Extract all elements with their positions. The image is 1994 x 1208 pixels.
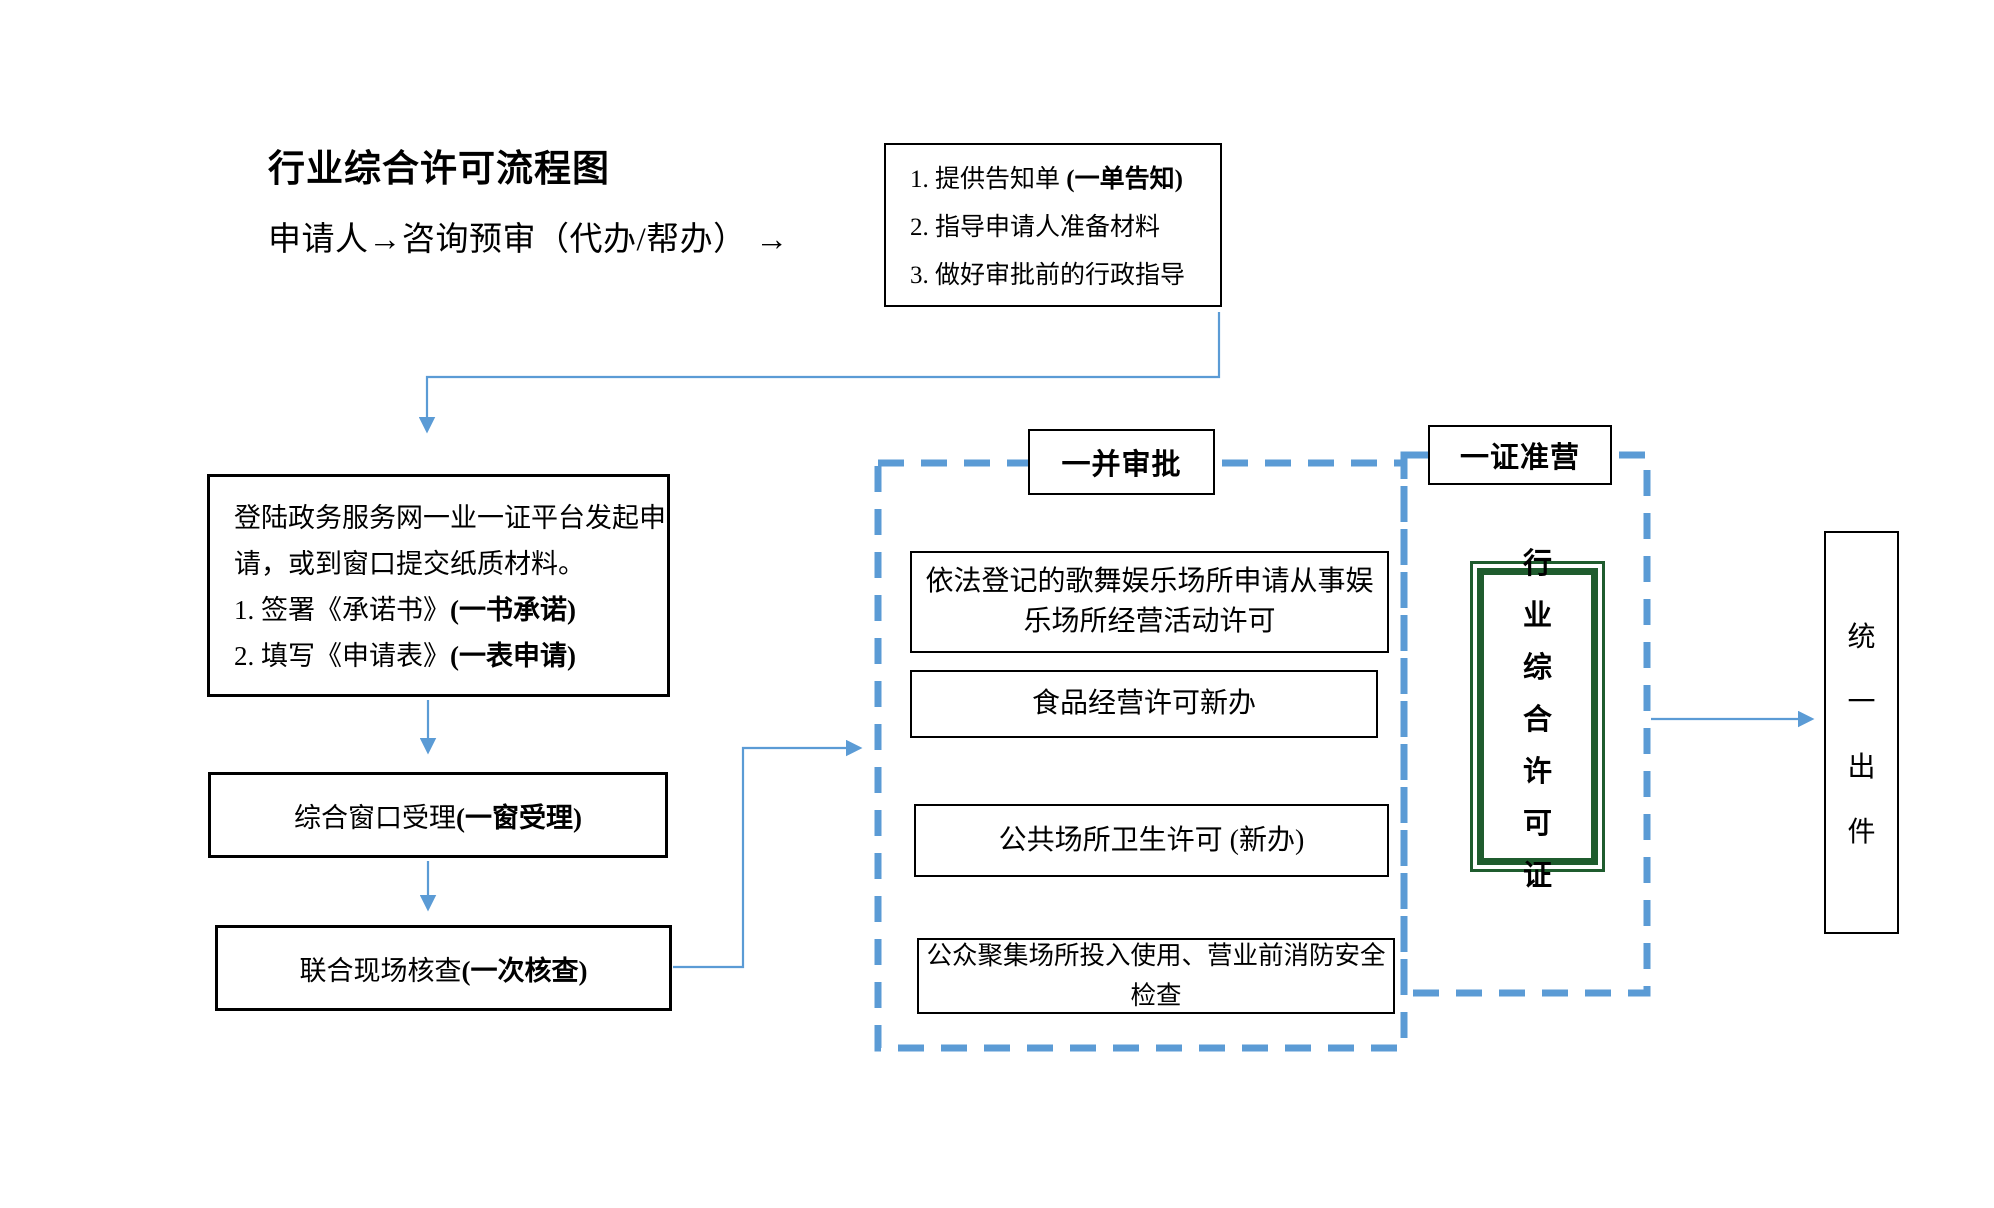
permit-box-fire: 公众聚集场所投入使用、营业前消防安全检查 [917, 938, 1395, 1014]
application-line: 请，或到窗口提交纸质材料。 [234, 549, 585, 579]
permit-box-hygiene: 公共场所卫生许可 (新办) [914, 804, 1389, 877]
notice-item: 3. 做好审批前的行政指导 [910, 262, 1186, 289]
application-box: 登陆政务服务网一业一证平台发起申 请，或到窗口提交纸质材料。 1. 签署《承诺书… [207, 474, 670, 697]
pre-approval-notice-box: 1. 提供告知单 (一单告知) 2. 指导申请人准备材料 3. 做好审批前的行政… [884, 143, 1222, 307]
application-line: 2. 填写《申请表》(一表申请) [234, 641, 576, 671]
window-acceptance-box: 综合窗口受理 (一窗受理) [208, 772, 668, 858]
application-line: 1. 签署《承诺书》(一书承诺) [234, 595, 576, 625]
license-certificate-text: 行业综合许可证 [1477, 548, 1598, 892]
connector-verify-to-approval [673, 739, 863, 969]
joint-inspection-box: 联合现场核查 (一次核查) [215, 925, 672, 1011]
page-title: 行业综合许可流程图 [268, 148, 610, 189]
notice-item: 1. 提供告知单 (一单告知) [910, 166, 1183, 193]
license-certificate-box: 行业综合许可证 [1470, 548, 1605, 892]
notice-item: 2. 指导申请人准备材料 [910, 214, 1161, 241]
one-license-label-box: 一证准营 [1428, 425, 1612, 485]
unified-output-box: 统一出件 [1824, 531, 1899, 934]
permit-box-entertainment: 依法登记的歌舞娱乐场所申请从事娱乐场所经营活动许可 [910, 551, 1389, 653]
joint-approval-label-box: 一并审批 [1028, 429, 1215, 495]
connector-notice-to-apply [418, 312, 1221, 434]
one-license-dashed-zone [1400, 451, 1651, 997]
permit-box-food: 食品经营许可新办 [910, 670, 1378, 738]
application-line: 登陆政务服务网一业一证平台发起申 [234, 503, 666, 533]
applicant-flow-text: 申请人→咨询预审（代办/帮办） → [268, 222, 789, 258]
